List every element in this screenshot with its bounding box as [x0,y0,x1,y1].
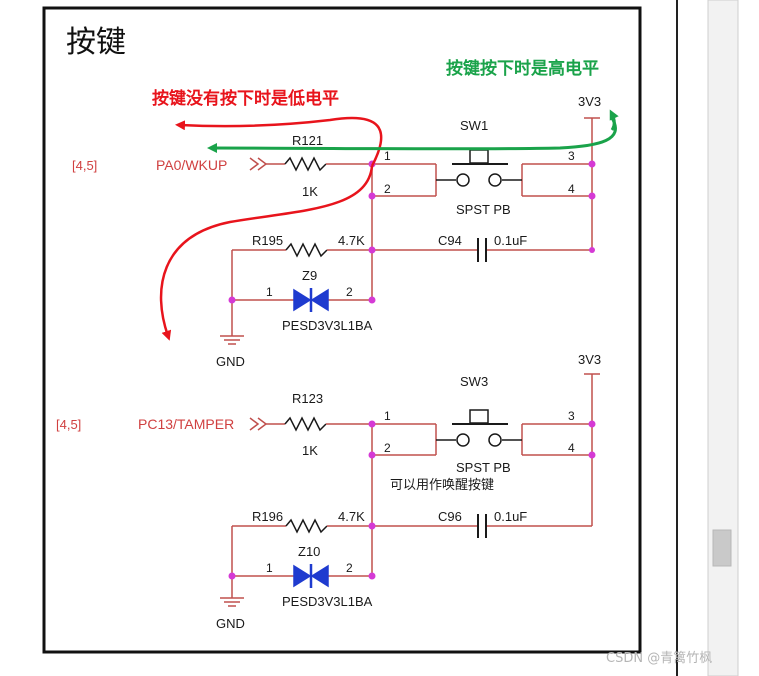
resistor-value-r123: 1K [302,443,318,458]
circuit-pa0 [231,117,600,336]
switch-pin-4: 4 [568,182,575,196]
junction-dots-2 [228,420,596,580]
page-border [42,0,739,676]
ground-label-2: GND [216,616,245,631]
pulldown-name-r195: R195 [252,233,283,248]
resistor-value-r121: 1K [302,184,318,199]
capacitor-value-c94: 0.1uF [494,233,527,248]
switch-type-sw3: SPST PB [456,460,511,475]
diode-pin-1: 1 [266,561,273,575]
capacitor-c96 [477,514,487,538]
diode-name-z10: Z10 [298,544,320,559]
annotation-pressed: 按键按下时是高电平 [446,58,599,79]
switch-pin-1: 1 [384,409,391,423]
diode-pin-1: 1 [266,285,273,299]
net-label-pc13: PC13/TAMPER [138,416,234,432]
switch-pin-4: 4 [568,441,575,455]
capacitor-name-c96: C96 [438,509,462,524]
low-level-arrow-down [159,165,374,341]
capacitor-c94 [477,238,487,262]
tvs-diode-z9 [293,288,329,312]
switch-pin-3: 3 [568,409,575,423]
ref-label-1: [4,5] [72,158,97,173]
tvs-diode-z10 [293,564,329,588]
diode-pin-2: 2 [346,561,353,575]
watermark: CSDN @青篱竹枫 [606,651,712,666]
switch-note: 可以用作唤醒按键 [390,478,494,493]
annotation-released: 按键没有按下时是低电平 [152,88,339,109]
switch-sw3 [436,409,522,447]
switch-pin-2: 2 [384,441,391,455]
ground-symbol-1 [220,335,244,345]
circuit-pc13 [231,373,600,598]
supply-label-2: 3V3 [578,352,601,367]
pulldown-value-r196: 4.7K [338,509,365,524]
high-level-arrow-tip [609,109,619,131]
page-title: 按键 [66,25,126,60]
switch-name-sw3: SW3 [460,374,488,389]
switch-pin-3: 3 [568,149,575,163]
capacitor-value-c96: 0.1uF [494,509,527,524]
ground-label-1: GND [216,354,245,369]
resistor-name-r123: R123 [292,391,323,406]
diode-pin-2: 2 [346,285,353,299]
switch-name-sw1: SW1 [460,118,488,133]
supply-label-1: 3V3 [578,94,601,109]
low-level-arrow [175,116,383,167]
high-level-arrow [207,117,617,154]
diode-part-z9: PESD3V3L1BA [282,318,373,333]
switch-pin-2: 2 [384,182,391,196]
net-label-pa0: PA0/WKUP [156,157,227,173]
pulldown-name-r196: R196 [252,509,283,524]
switch-type-sw1: SPST PB [456,202,511,217]
scrollbar-thumb[interactable] [712,529,732,567]
diode-name-z9: Z9 [302,268,317,283]
pulldown-value-r195: 4.7K [338,233,365,248]
capacitor-name-c94: C94 [438,233,462,248]
junction-dots-1 [228,160,596,304]
diode-part-z10: PESD3V3L1BA [282,594,373,609]
ref-label-2: [4,5] [56,417,81,432]
resistor-name-r121: R121 [292,133,323,148]
switch-pin-1: 1 [384,149,391,163]
ground-symbol-2 [220,597,244,607]
